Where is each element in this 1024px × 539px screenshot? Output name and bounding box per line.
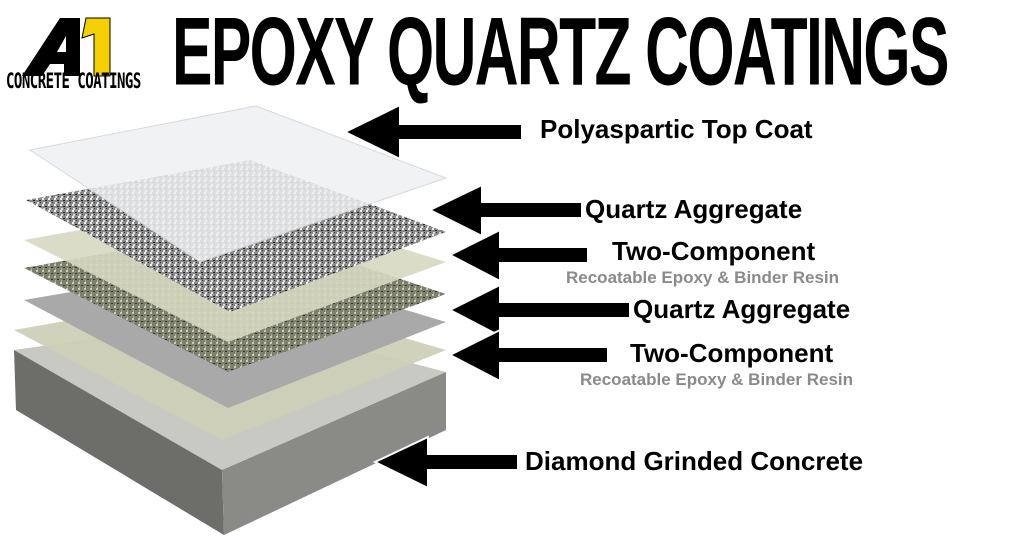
label-epoxy-upper: Two-Component	[612, 236, 816, 266]
arrow-icon	[447, 228, 589, 283]
sublabel-epoxy-upper: Recoatable Epoxy & Binder Resin	[566, 268, 840, 287]
arrow-icon	[447, 283, 631, 338]
arrow-icon	[372, 435, 519, 490]
arrow-icon	[427, 183, 583, 238]
page-title: EPOXY QUARTZ COATINGS	[172, 0, 949, 106]
label-topcoat: Polyaspartic Top Coat	[540, 114, 813, 144]
logo-tagline: CONCRETE COATINGS	[6, 70, 141, 94]
label-quartz-lower: Quartz Aggregate	[633, 294, 851, 324]
arrow-icon	[342, 103, 523, 161]
sublabel-epoxy-lower: Recoatable Epoxy & Binder Resin	[580, 370, 854, 389]
a1-logo	[22, 17, 111, 77]
label-quartz-upper: Quartz Aggregate	[585, 194, 803, 224]
topcoat-layer	[28, 105, 448, 263]
arrow-icon	[447, 328, 609, 383]
label-concrete: Diamond Grinded Concrete	[525, 446, 864, 476]
label-epoxy-lower: Two-Component	[630, 338, 834, 368]
